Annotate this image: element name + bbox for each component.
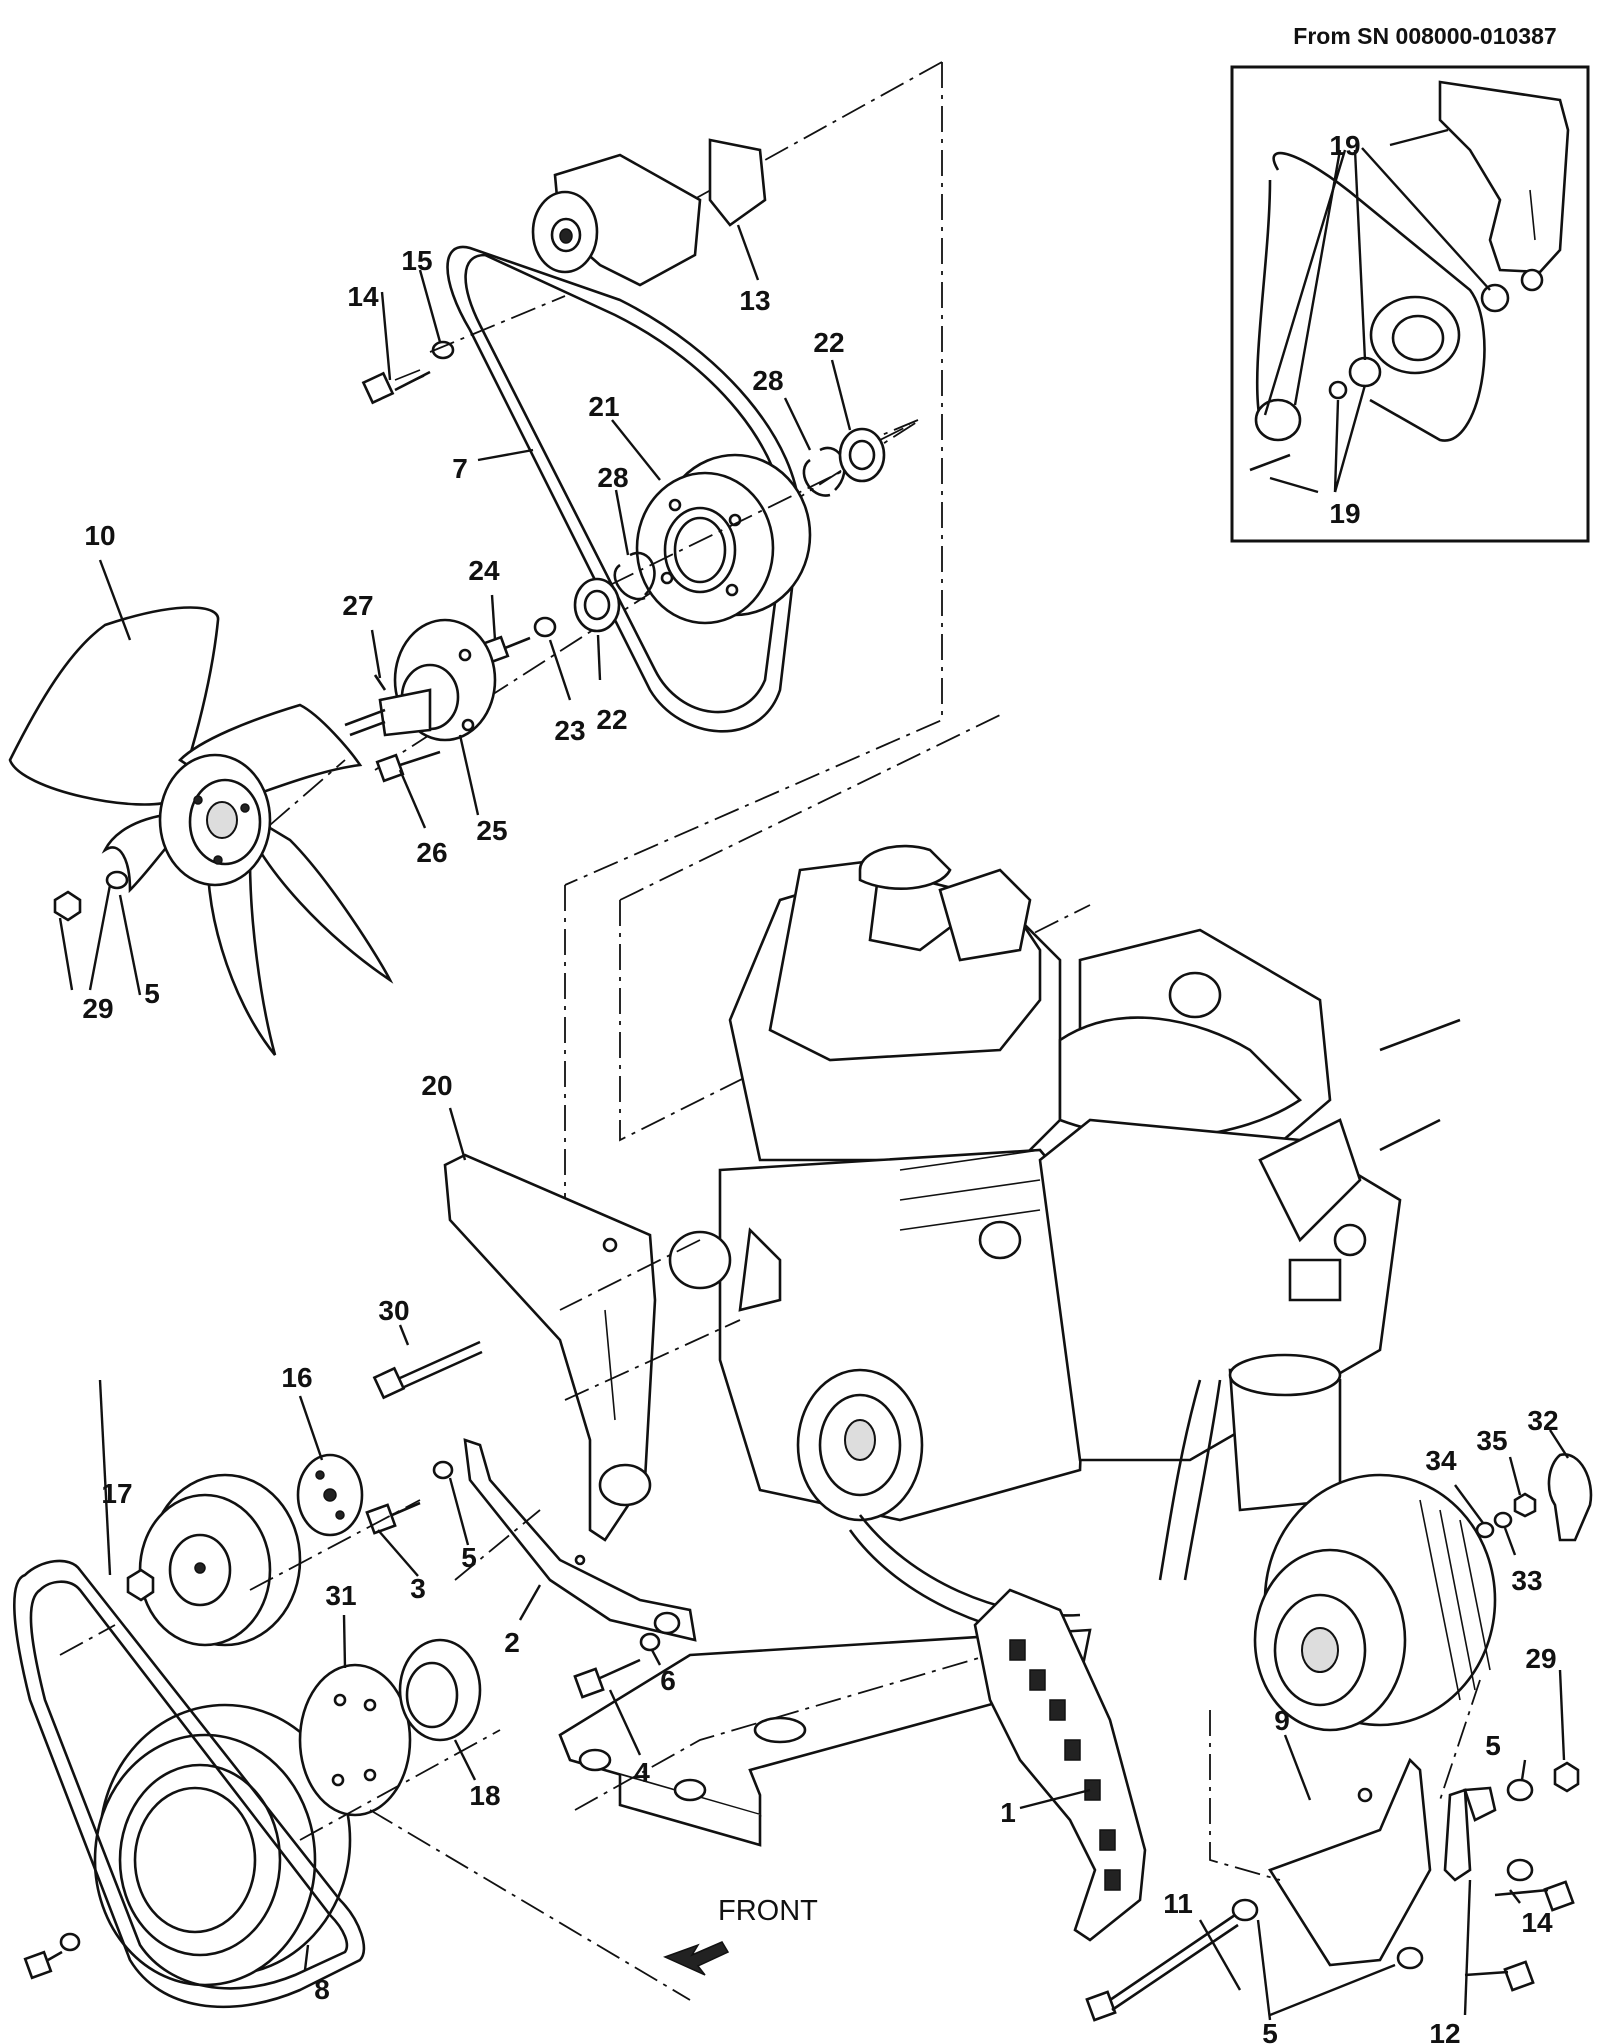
callout-16: 16 — [281, 1362, 312, 1393]
bracket-12 — [1443, 1786, 1497, 1882]
nut-35 — [1513, 1492, 1537, 1518]
callout-21: 21 — [588, 391, 619, 422]
fan-hub-25 — [344, 618, 497, 742]
bracket-20 — [443, 1153, 657, 1542]
key-27 — [373, 674, 387, 691]
callout-20: 20 — [421, 1070, 452, 1101]
callout-24: 24 — [468, 555, 500, 586]
callout-22: 22 — [596, 704, 627, 735]
callout-19: 19 — [1329, 498, 1360, 529]
callout-13: 13 — [739, 285, 770, 316]
callout-29: 29 — [1525, 1643, 1556, 1674]
alignment-line — [869, 419, 919, 441]
alternator-bracket-9 — [1268, 1757, 1432, 1967]
idler-bracket — [531, 138, 767, 287]
callout-9: 9 — [1274, 1705, 1290, 1736]
callout-23: 23 — [554, 715, 585, 746]
washer — [59, 1932, 81, 1952]
snap-ring-28 — [613, 563, 646, 601]
callout-25: 25 — [476, 815, 507, 846]
callout-32: 32 — [1527, 1405, 1558, 1436]
callout-6: 6 — [660, 1665, 676, 1696]
washer-5 — [1506, 1778, 1534, 1802]
callout-10: 10 — [84, 520, 115, 551]
callout-27: 27 — [342, 590, 373, 621]
washer-5 — [432, 1460, 454, 1480]
hub-18 — [398, 1638, 482, 1742]
bolt-11 — [1085, 1913, 1239, 2022]
washer-23 — [533, 616, 557, 638]
callout-5: 5 — [461, 1542, 477, 1573]
washer-5 — [1396, 1946, 1424, 1970]
callout-22: 22 — [813, 327, 844, 358]
front-label: FRONT — [718, 1895, 818, 1927]
callout-12: 12 — [1429, 2018, 1460, 2044]
callout-17: 17 — [101, 1478, 132, 1509]
callout-29: 29 — [82, 993, 113, 1024]
washer-33 — [1493, 1511, 1513, 1529]
engine-assembly — [619, 714, 1461, 1642]
callout-5: 5 — [144, 978, 160, 1009]
callout-30: 30 — [378, 1295, 409, 1326]
callout-5: 5 — [1262, 2018, 1278, 2044]
bolt-4 — [573, 1658, 641, 1699]
fan-10 — [8, 606, 394, 1056]
callout-14: 14 — [1521, 1907, 1553, 1938]
pulley-21 — [635, 453, 812, 625]
callout-15: 15 — [401, 245, 432, 276]
callout-34: 34 — [1425, 1445, 1457, 1476]
washer-5 — [105, 870, 129, 890]
front-direction-indicator: FRONT — [663, 1895, 818, 1976]
nut-29 — [53, 890, 82, 922]
snap-ring-28 — [802, 458, 831, 497]
alternator — [1253, 1473, 1497, 1732]
callout-18: 18 — [469, 1780, 500, 1811]
pulley-assembly — [138, 1453, 364, 1647]
callout-5: 5 — [1485, 1730, 1501, 1761]
washer-5 — [1506, 1858, 1534, 1882]
bolt-14 — [1494, 1880, 1575, 1912]
bolt — [23, 1950, 63, 1980]
callout-4: 4 — [634, 1757, 650, 1788]
serial-number-note: From SN 008000-010387 — [1293, 23, 1556, 49]
callout-14: 14 — [347, 281, 379, 312]
washer-6 — [639, 1632, 661, 1652]
bolt-14 — [361, 369, 431, 405]
callout-19: 19 — [1329, 130, 1360, 161]
washer-34 — [1475, 1521, 1495, 1539]
callout-11: 11 — [1163, 1888, 1193, 1919]
bolt-30 — [372, 1340, 483, 1400]
callout-28: 28 — [752, 365, 783, 396]
washer-5 — [1231, 1898, 1259, 1922]
bolt-14 — [1464, 1960, 1535, 1992]
inset-detail — [1230, 65, 1590, 543]
belt-8 — [13, 1559, 366, 2009]
cover-32 — [1547, 1453, 1593, 1542]
nut-17 — [126, 1568, 155, 1602]
callout-3: 3 — [410, 1573, 426, 1604]
callout-31: 31 — [325, 1580, 356, 1611]
callout-1: 1 — [1000, 1797, 1016, 1828]
plate-31 — [298, 1663, 412, 1817]
nut-29 — [1553, 1761, 1580, 1793]
alignment-line — [634, 61, 943, 233]
callout-28: 28 — [597, 462, 628, 493]
callout-2: 2 — [504, 1627, 520, 1658]
bolt-26 — [375, 750, 441, 783]
callout-35: 35 — [1476, 1425, 1507, 1456]
callout-7: 7 — [452, 453, 468, 484]
callout-33: 33 — [1511, 1565, 1542, 1596]
bolt-3 — [365, 1501, 421, 1535]
guard-1 — [973, 1588, 1147, 1942]
alignment-line — [564, 62, 943, 886]
bracket-2 — [463, 1438, 697, 1642]
callout-26: 26 — [416, 837, 447, 868]
mounting-plate — [558, 1628, 1092, 1847]
callout-numbers: 19 19 13 14 15 22 28 21 28 7 24 27 23 22… — [82, 130, 1558, 2044]
callout-8: 8 — [314, 1974, 330, 2005]
leader-lines — [58, 224, 1570, 2021]
belt-7 — [446, 245, 802, 733]
